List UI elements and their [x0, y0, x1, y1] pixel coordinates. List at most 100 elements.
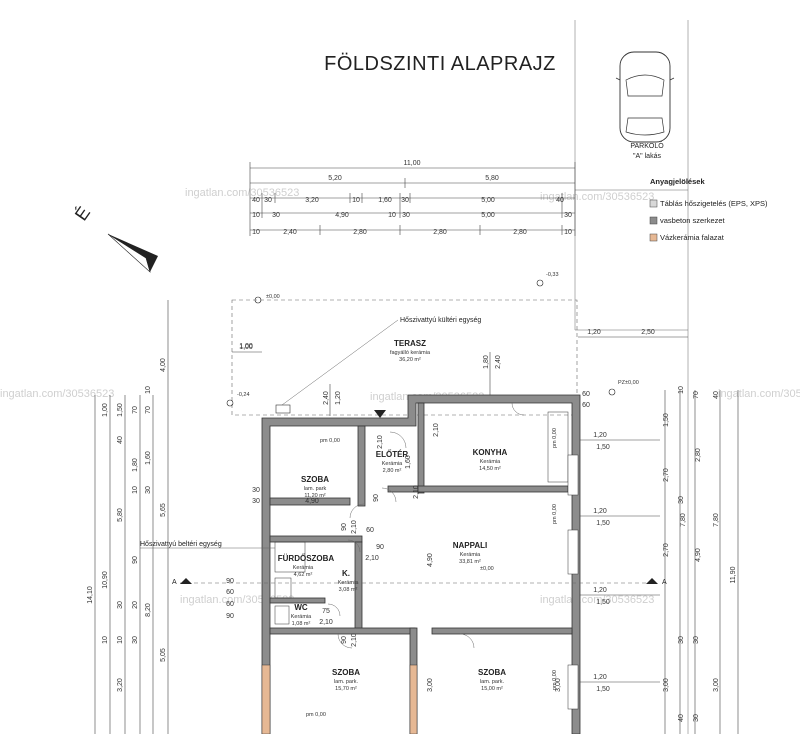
- dim-label: 40: [117, 436, 124, 444]
- room-area: 1,08 m²: [292, 621, 311, 627]
- dim-label: 7,80: [680, 513, 687, 527]
- room-name: WC: [294, 603, 308, 612]
- door-swings: [327, 402, 525, 649]
- dim-label: 1,60: [145, 451, 152, 465]
- room-floor: lam. park.: [480, 679, 505, 685]
- legend-item: Vázkerámia falazat: [660, 233, 725, 242]
- dim-label: 2,40: [495, 355, 502, 369]
- dim-label: 10: [145, 386, 152, 394]
- terasz-area: [231, 299, 578, 416]
- room-name: KONYHA: [473, 448, 508, 457]
- entrance-arrow-icon: [374, 410, 386, 418]
- dim-label: 30: [145, 486, 152, 494]
- room-name: FÜRDŐSZOBA: [278, 554, 335, 563]
- dim-label: 60: [226, 601, 234, 608]
- watermark: ingatlan.com/30536523: [540, 594, 654, 606]
- room-area: 3,08 m²: [339, 587, 358, 593]
- level-marker-icon: [608, 388, 616, 396]
- dim-label: 90: [132, 556, 139, 564]
- dim-label: 5,05: [160, 648, 167, 662]
- section-label: A: [172, 579, 177, 586]
- pm-label: pm 0,00: [552, 504, 558, 524]
- dim-label: 10: [252, 212, 260, 219]
- dim-label: 10,90: [102, 571, 109, 589]
- dim-label: 70: [132, 406, 139, 414]
- dim-label: 2,80: [513, 229, 527, 236]
- level-label: -0,33: [546, 272, 559, 278]
- heat-pump-outdoor-label: Hőszivattyú kültéri egység: [400, 317, 481, 324]
- level-marker-icon: [536, 279, 544, 287]
- dim-label: 10: [678, 386, 685, 394]
- dim-label: 3,20: [305, 197, 319, 204]
- room-floor: Kerámia: [382, 461, 403, 467]
- dim-label: 90: [226, 613, 234, 620]
- dim-label: 60: [582, 402, 590, 409]
- room-floor: Kerámia: [291, 614, 312, 620]
- dim-label: 5,20: [328, 175, 342, 182]
- dim-label: 10: [102, 636, 109, 644]
- dim-label: 1,60: [378, 197, 392, 204]
- dim-label: 1,20: [593, 432, 607, 439]
- watermark: ingatlan.com/30536523: [0, 388, 114, 400]
- parking-label: PARKOLÓ: [630, 141, 664, 150]
- dim-label: 2,40: [323, 391, 330, 405]
- dim-label: 4,90: [305, 498, 319, 505]
- dim-label: 1,20: [593, 674, 607, 681]
- dim-label: 1,50: [596, 686, 610, 693]
- room-name: TERASZ: [394, 339, 426, 348]
- dim-label: 1,50: [596, 444, 610, 451]
- watermark: ingatlan.com/30536523: [540, 191, 654, 203]
- dim-label: 70: [145, 406, 152, 414]
- watermark: ingatlan.com/30536523: [185, 187, 299, 199]
- dim-label: 1,20: [587, 329, 601, 336]
- car-icon: [615, 51, 675, 143]
- dim-label: 1,50: [117, 403, 124, 417]
- room-area: 2,80 m²: [383, 468, 402, 474]
- dim-label: 75: [322, 608, 330, 615]
- dim-label: 11,00: [404, 160, 421, 167]
- dim-label: 4,00: [160, 358, 167, 372]
- dim-label: 11,90: [730, 566, 737, 583]
- dim-label: 90: [341, 523, 348, 531]
- room-area: 36,20 m²: [399, 357, 421, 363]
- dim-label: 8,20: [145, 603, 152, 617]
- section-arrow-icon: [646, 578, 658, 584]
- dim-label: 30: [252, 487, 260, 494]
- level-label: ±0,00: [480, 566, 494, 572]
- dim-label: 10: [388, 212, 396, 219]
- room-floor: lam. park.: [334, 679, 359, 685]
- dim-label: 2,10: [413, 485, 420, 499]
- dim-label: 1,50: [596, 520, 610, 527]
- room-floor: fagyálló kerámia: [390, 350, 431, 356]
- dim-label: 1,80: [483, 355, 490, 369]
- north-label: É: [71, 203, 94, 224]
- legend-title: Anyagjelölések: [650, 177, 705, 186]
- dim-label: 70: [693, 391, 700, 399]
- dim-label: 4,90: [695, 548, 702, 562]
- room-name: SZOBA: [301, 475, 329, 484]
- heat-pump-indoor-label: Hőszivattyú beltéri egység: [140, 541, 222, 548]
- pm-label: pm 0,00: [320, 438, 340, 444]
- dim-label: 10: [252, 229, 260, 236]
- dim-label: 40: [713, 391, 720, 399]
- top-dimensions: 11,00 5,20 5,80 40 30 3,20 10 1,60 30 5,…: [249, 160, 576, 236]
- dim-label: 40: [678, 714, 685, 722]
- dim-label: 2,10: [319, 619, 333, 626]
- dim-label: 4,90: [335, 212, 349, 219]
- room-area: 11,20 m²: [304, 493, 325, 499]
- dim-label: 30: [132, 636, 139, 644]
- level-label: -0,24: [237, 392, 250, 398]
- dim-label: 2,70: [663, 468, 670, 482]
- heat-pump-outdoor-icon: [275, 404, 291, 414]
- dim-label: 2,40: [283, 229, 297, 236]
- room-name: NAPPALI: [453, 541, 488, 550]
- dim-label: 1,00: [239, 343, 253, 350]
- dim-label: 3,00: [555, 678, 562, 692]
- level-marker-icon: [254, 296, 262, 304]
- dim-label: 30: [564, 212, 572, 219]
- dim-label: 2,70: [663, 543, 670, 557]
- right-dimensions: 11,90 7,80 4,90 7,80 1,50 2,70 2,80 2,70…: [580, 386, 739, 734]
- legend-item: vasbeton szerkezet: [660, 216, 726, 225]
- dim-label: 10: [352, 197, 360, 204]
